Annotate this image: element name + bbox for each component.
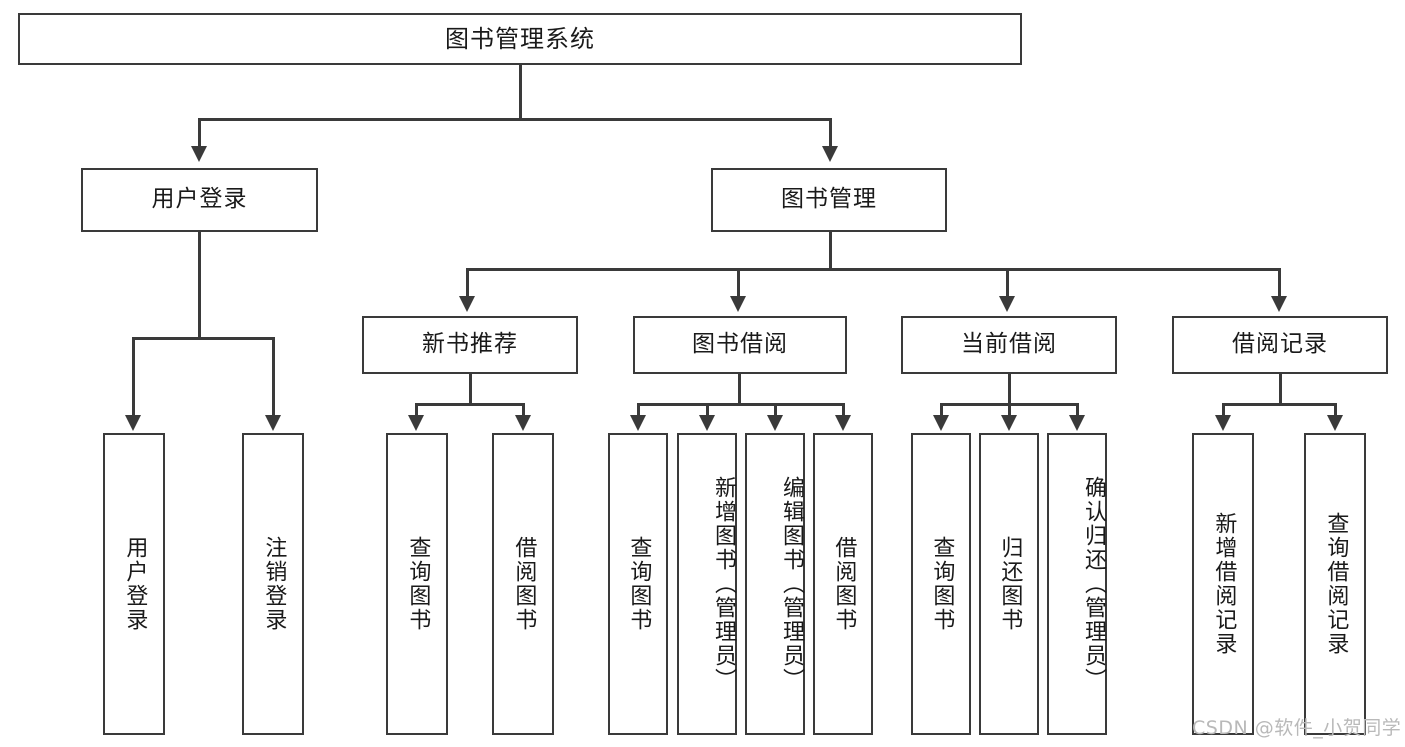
leaf-bb-query-book-label: 查询图书 — [626, 536, 652, 632]
edge-user-login-drop-2 — [272, 337, 275, 417]
arrow-cb-1 — [933, 415, 949, 431]
node-book-manage-label: 图书管理 — [781, 186, 877, 213]
arrow-to-book-manage — [822, 146, 838, 162]
leaf-br-query-record-label: 查询借阅记录 — [1323, 512, 1349, 656]
arrow-cb-2 — [1001, 415, 1017, 431]
node-user-login-label: 用户登录 — [151, 186, 248, 213]
edge-book-manage-stem — [829, 232, 832, 270]
node-borrow-book-label: 图书借阅 — [692, 331, 788, 358]
arrow-to-borrow-record — [1271, 296, 1287, 312]
node-book-manage[interactable]: 图书管理 — [711, 168, 947, 232]
arrow-nb-1 — [408, 415, 424, 431]
edge-bb-drop-4 — [842, 403, 845, 417]
leaf-bb-edit-book-label: 编辑图书（管理员） — [779, 476, 804, 692]
leaf-nb-query-book-label: 查询图书 — [405, 536, 431, 632]
arrow-bb-1 — [630, 415, 646, 431]
arrow-to-current-borrow — [999, 296, 1015, 312]
leaf-logout[interactable]: 注销登录 — [242, 433, 304, 735]
edge-bb-drop-3 — [774, 403, 777, 417]
edge-user-login-stem — [198, 232, 201, 337]
edge-cb-drop-2 — [1008, 403, 1011, 417]
node-borrow-record[interactable]: 借阅记录 — [1172, 316, 1388, 374]
edge-book-manage-bus — [466, 268, 1281, 271]
leaf-cb-return-book-label: 归还图书 — [997, 536, 1023, 632]
leaf-bb-borrow-book[interactable]: 借阅图书 — [813, 433, 873, 735]
node-borrow-record-label: 借阅记录 — [1232, 331, 1328, 358]
leaf-nb-borrow-book[interactable]: 借阅图书 — [492, 433, 554, 735]
leaf-br-add-record[interactable]: 新增借阅记录 — [1192, 433, 1254, 735]
node-new-book[interactable]: 新书推荐 — [362, 316, 578, 374]
leaf-cb-confirm-return-label: 确认归还（管理员） — [1081, 476, 1106, 692]
edge-new-book-stem — [469, 374, 472, 405]
arrow-to-borrow-book — [730, 296, 746, 312]
edge-bm-drop-1 — [466, 268, 469, 298]
arrow-bb-4 — [835, 415, 851, 431]
edge-bb-drop-1 — [637, 403, 640, 417]
edge-borrow-book-bus — [637, 403, 844, 406]
leaf-br-add-record-label: 新增借阅记录 — [1211, 512, 1237, 656]
arrow-bb-3 — [767, 415, 783, 431]
leaf-bb-add-book-label: 新增图书（管理员） — [711, 476, 736, 692]
leaf-cb-query-book-label: 查询图书 — [929, 536, 955, 632]
node-root-label: 图书管理系统 — [445, 24, 595, 53]
leaf-br-query-record[interactable]: 查询借阅记录 — [1304, 433, 1366, 735]
leaf-cb-confirm-return[interactable]: 确认归还（管理员） — [1047, 433, 1107, 735]
leaf-cb-return-book[interactable]: 归还图书 — [979, 433, 1039, 735]
edge-borrow-record-bus — [1222, 403, 1337, 406]
arrow-br-2 — [1327, 415, 1343, 431]
arrow-to-new-book — [459, 296, 475, 312]
edge-bm-drop-2 — [737, 268, 740, 298]
edge-root-drop-right — [829, 118, 832, 148]
edge-cb-drop-3 — [1076, 403, 1079, 417]
edge-root-stem — [519, 65, 522, 118]
arrow-cb-3 — [1069, 415, 1085, 431]
arrow-bb-2 — [699, 415, 715, 431]
edge-root-drop-left — [198, 118, 201, 148]
edge-root-bus — [198, 118, 832, 121]
leaf-nb-borrow-book-label: 借阅图书 — [511, 536, 537, 632]
edge-bm-drop-3 — [1006, 268, 1009, 298]
arrow-to-leaf-user-login — [125, 415, 141, 431]
edge-cb-drop-1 — [940, 403, 943, 417]
node-new-book-label: 新书推荐 — [422, 331, 518, 358]
leaf-logout-label: 注销登录 — [261, 536, 287, 632]
leaf-bb-edit-book[interactable]: 编辑图书（管理员） — [745, 433, 805, 735]
arrow-nb-2 — [515, 415, 531, 431]
edge-br-drop-1 — [1222, 403, 1225, 417]
edge-borrow-record-stem — [1279, 374, 1282, 405]
node-current-borrow-label: 当前借阅 — [961, 331, 1057, 358]
leaf-bb-query-book[interactable]: 查询图书 — [608, 433, 668, 735]
edge-borrow-book-stem — [738, 374, 741, 405]
leaf-bb-borrow-book-label: 借阅图书 — [831, 536, 857, 632]
edge-bm-drop-4 — [1278, 268, 1281, 298]
node-current-borrow[interactable]: 当前借阅 — [901, 316, 1117, 374]
node-user-login[interactable]: 用户登录 — [81, 168, 318, 232]
edge-bb-drop-2 — [706, 403, 709, 417]
edge-nb-drop-2 — [522, 403, 525, 417]
node-borrow-book[interactable]: 图书借阅 — [633, 316, 847, 374]
edge-nb-drop-1 — [415, 403, 418, 417]
leaf-cb-query-book[interactable]: 查询图书 — [911, 433, 971, 735]
node-root[interactable]: 图书管理系统 — [18, 13, 1022, 65]
edge-new-book-bus — [415, 403, 525, 406]
edge-br-drop-2 — [1334, 403, 1337, 417]
leaf-nb-query-book[interactable]: 查询图书 — [386, 433, 448, 735]
edge-current-borrow-stem — [1008, 374, 1011, 405]
leaf-user-login[interactable]: 用户登录 — [103, 433, 165, 735]
arrow-br-1 — [1215, 415, 1231, 431]
arrow-to-user-login — [191, 146, 207, 162]
edge-user-login-bus — [132, 337, 272, 340]
edge-user-login-drop-1 — [132, 337, 135, 417]
arrow-to-leaf-logout — [265, 415, 281, 431]
leaf-bb-add-book[interactable]: 新增图书（管理员） — [677, 433, 737, 735]
leaf-user-login-label: 用户登录 — [122, 536, 148, 632]
